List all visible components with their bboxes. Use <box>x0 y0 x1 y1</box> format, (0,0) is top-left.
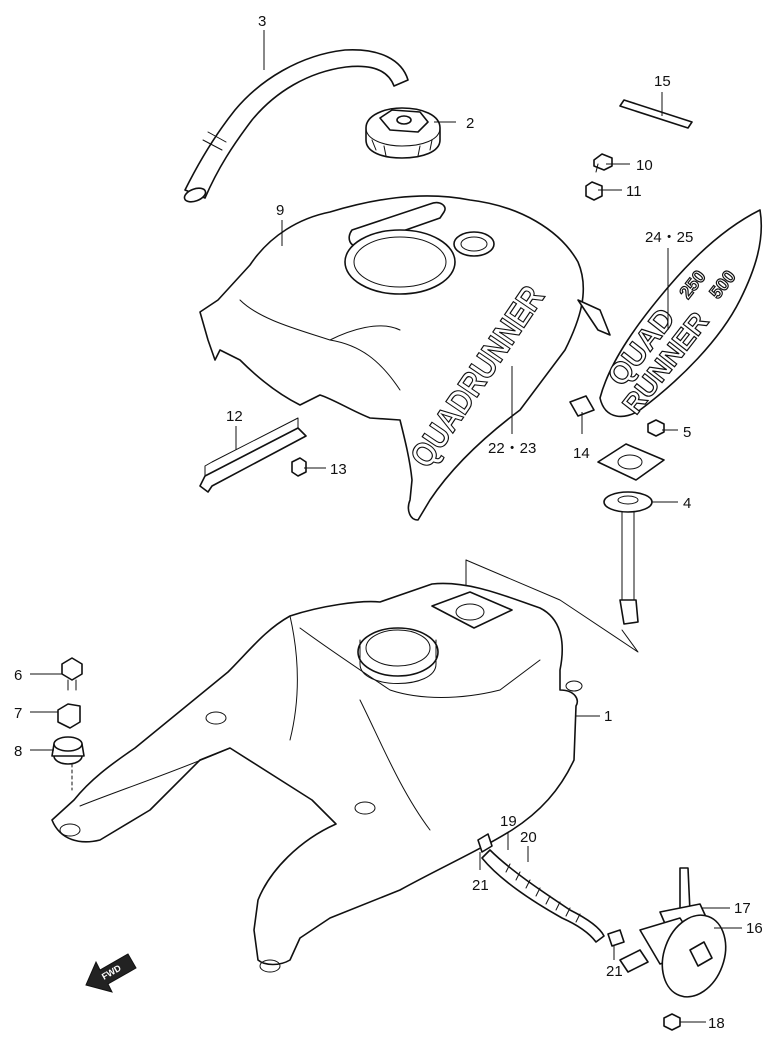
label-16: 16 <box>746 920 763 937</box>
screw-18 <box>663 1013 681 1031</box>
label-22-23: 22・23 <box>488 440 536 457</box>
label-4: 4 <box>683 495 691 512</box>
fuel-cock-16 <box>619 867 727 998</box>
screw-10 <box>593 153 613 173</box>
label-11: 11 <box>626 183 642 200</box>
strip-decal <box>619 99 693 129</box>
label-2: 2 <box>466 115 474 132</box>
fuel-tank <box>51 582 583 973</box>
fuel-cap <box>365 107 441 159</box>
label-6: 6 <box>14 667 22 684</box>
bracket-12 <box>199 417 307 493</box>
label-13: 13 <box>330 461 347 478</box>
label-21a: 21 <box>472 877 489 894</box>
clamp-21b <box>607 929 625 947</box>
fuel-gauge-4 <box>603 491 653 625</box>
grommet-8 <box>51 736 85 765</box>
part-labels: 1 2 3 4 5 6 7 8 9 10 11 12 13 14 15 16 1… <box>14 13 763 1032</box>
bolt-6 <box>61 657 83 691</box>
label-19: 19 <box>500 813 517 830</box>
label-24-25: 24・25 <box>645 229 693 246</box>
leader-lines <box>30 30 742 1023</box>
label-3: 3 <box>258 13 266 30</box>
label-5: 5 <box>683 424 691 441</box>
screw-5 <box>647 419 665 437</box>
breather-hose <box>183 49 409 203</box>
gasket <box>597 443 665 481</box>
label-20: 20 <box>520 829 537 846</box>
label-15: 15 <box>654 73 671 90</box>
label-14: 14 <box>573 445 590 462</box>
clamp-21a <box>477 833 493 853</box>
label-18: 18 <box>708 1015 725 1032</box>
label-12: 12 <box>226 408 243 425</box>
fuel-hose-20 <box>481 849 605 943</box>
label-10: 10 <box>636 157 653 174</box>
tank-cover: QUADRUNNER <box>199 195 611 521</box>
label-17: 17 <box>734 900 751 917</box>
label-1: 1 <box>604 708 612 725</box>
pad-14 <box>569 395 595 417</box>
fwd-arrow-icon: FWD <box>85 953 137 993</box>
collar-11 <box>585 181 603 201</box>
label-21b: 21 <box>606 963 623 980</box>
label-7: 7 <box>14 705 22 722</box>
label-8: 8 <box>14 743 22 760</box>
collar-7 <box>57 703 81 729</box>
bolt-13 <box>291 457 307 477</box>
label-9: 9 <box>276 202 284 219</box>
